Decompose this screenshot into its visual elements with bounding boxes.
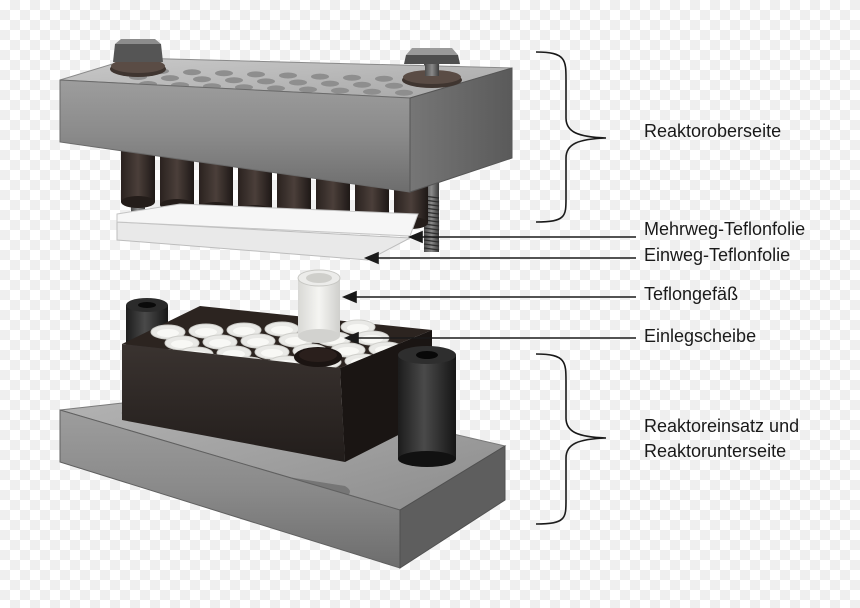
top-hole	[193, 76, 211, 83]
standoff-right	[398, 346, 456, 467]
top-hole	[183, 69, 201, 76]
top-hole	[331, 87, 349, 94]
label-reusable-foil: Mehrweg-Teflonfolie	[644, 219, 806, 239]
top-hole	[375, 75, 393, 82]
vessel-well	[202, 334, 238, 350]
insert-block-front-face	[122, 344, 345, 462]
top-hole	[289, 79, 307, 86]
arrow-teflon-vessel	[341, 290, 636, 304]
arrow-reusable-foil	[407, 230, 636, 244]
reusable-foil-sheet	[116, 203, 419, 237]
arrow-disposable-foil	[363, 251, 636, 265]
top-hole	[363, 88, 381, 95]
top-plate-front-face	[59, 79, 411, 193]
top-hole	[395, 89, 413, 96]
top-plate-holes	[119, 67, 413, 96]
vessel-well	[188, 323, 224, 339]
arrow-insert-disc	[343, 331, 636, 345]
top-hole	[215, 70, 233, 77]
top-hole	[353, 81, 371, 88]
brace-reactor-top	[535, 51, 607, 223]
top-hole	[343, 74, 361, 81]
brace-reactor-insert	[535, 353, 607, 525]
top-hole	[321, 80, 339, 87]
top-hole	[311, 73, 329, 80]
top-hole	[161, 75, 179, 82]
teflon-foils	[116, 203, 419, 261]
vessel-well	[340, 319, 376, 335]
top-hole	[257, 78, 275, 85]
top-hole	[279, 72, 297, 79]
base-plate-side-face	[399, 445, 506, 569]
top-hole	[267, 85, 285, 92]
vessel-well	[150, 324, 186, 340]
label-disposable-foil: Einweg-Teflonfolie	[644, 245, 791, 265]
hex-nut-right	[402, 48, 462, 88]
vessel-well	[254, 344, 290, 360]
seal	[121, 150, 155, 208]
vessel-well	[240, 333, 276, 349]
label-reactor-insert-line2: Reaktorunterseite	[644, 441, 787, 461]
seal	[160, 153, 194, 211]
top-hole	[385, 82, 403, 89]
teflon-vessel	[297, 269, 341, 343]
top-plate-side-face	[409, 67, 513, 193]
top-hole	[299, 86, 317, 93]
label-insert-disc: Einlegscheibe	[644, 326, 757, 346]
reactor-top-assembly	[59, 39, 513, 252]
top-hole	[247, 71, 265, 78]
label-teflon-vessel: Teflongefäß	[644, 284, 739, 304]
label-reactor-top: Reaktoroberseite	[644, 121, 782, 141]
top-hole	[225, 77, 243, 84]
label-reactor-insert-line1: Reaktoreinsatz und	[644, 416, 800, 436]
hex-nut-left	[110, 39, 166, 77]
disposable-foil-sheet	[116, 221, 412, 261]
vessel-well	[226, 322, 262, 338]
vessel-well	[164, 335, 200, 351]
reactor-bottom-assembly	[59, 269, 507, 569]
